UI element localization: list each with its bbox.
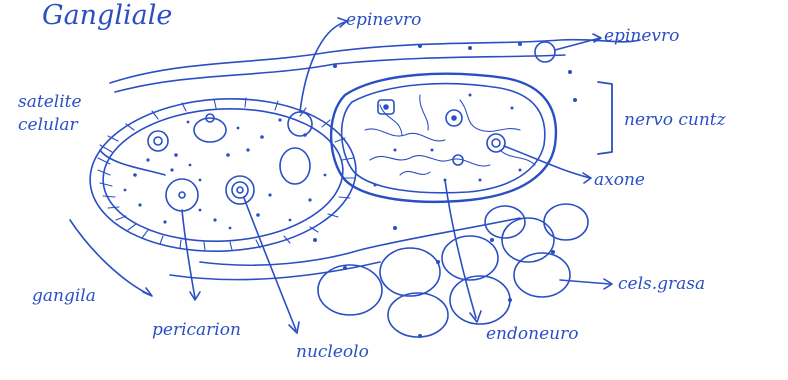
label-epinervo-right: epinevro [604, 28, 679, 45]
connective-tissue-line [200, 218, 520, 265]
page-title: Gangliale [42, 2, 172, 29]
neuron-nucleolus [237, 187, 243, 193]
nerve-bracket [598, 82, 612, 154]
label-satelite-line1: satelite [18, 94, 82, 111]
neuron-nucleus [179, 192, 185, 198]
fat-cell-nuclei [343, 238, 555, 338]
leader-satelite [100, 150, 165, 175]
neuron-cell [166, 179, 198, 211]
leader-epinervo-top [300, 22, 345, 112]
neuron-cell [148, 131, 168, 151]
label-grasa: cels.grasa [618, 276, 705, 293]
label-pericarion: pericarion [152, 322, 241, 339]
label-endoneuro: endoneuro [486, 326, 578, 343]
neuron-nucleus [232, 182, 248, 198]
leader-axone [504, 146, 590, 178]
label-ganglio: gangila [32, 288, 96, 305]
neuron-cell [280, 148, 310, 184]
label-satelite-line2: celular [18, 117, 82, 134]
label-epinervo-top: epinevro [346, 12, 421, 29]
nerve-inner [342, 84, 545, 193]
label-satelite: satelite celular [18, 94, 82, 134]
label-nucleolo: nucleolo [296, 344, 369, 361]
label-nervo-cutaneo: nervo cuntz [624, 112, 726, 129]
neuron-cell [226, 176, 254, 204]
leader-pericarion [182, 210, 195, 298]
endoneurium-network [365, 95, 535, 175]
connective-tissue-line [115, 55, 565, 92]
epineurium-dots [313, 42, 577, 242]
neuron-nucleus [154, 137, 162, 145]
axon-profiles [378, 100, 505, 165]
ganglion-capsule [86, 92, 360, 258]
nerve-perineurium [331, 74, 556, 202]
leader-ganglio [70, 220, 150, 295]
arrowhead [143, 288, 152, 296]
label-axone: axone [594, 172, 645, 189]
epineurium-marker [535, 42, 555, 62]
